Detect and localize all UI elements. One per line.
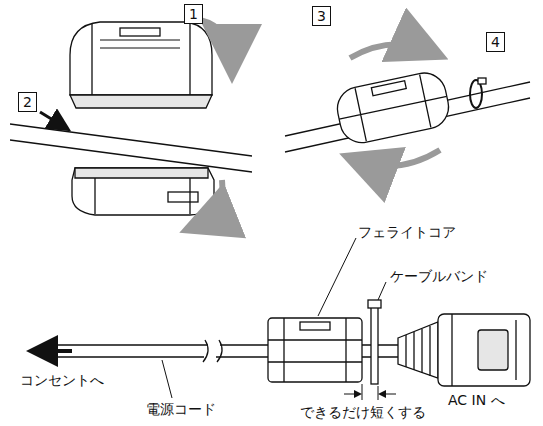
cable-band [368,300,381,384]
direction-label: コンセントへ [20,372,104,389]
open-core [10,22,252,215]
leader-lines [162,238,386,400]
dimension-note: できるだけ短くする [300,404,426,421]
part-label: 電源コード [146,401,216,418]
closed-core [285,69,530,152]
callout-number: 3 [312,6,331,26]
ac-plug [398,314,530,386]
part-label: ケーブルバンド [390,268,488,285]
callout-number: 4 [486,32,505,52]
direction-label: AC IN へ [448,392,505,409]
ferrite-core [268,318,362,382]
part-label: フェライトコア [358,224,456,241]
callout-number: 1 [184,4,203,24]
callout-number: 2 [18,92,37,112]
